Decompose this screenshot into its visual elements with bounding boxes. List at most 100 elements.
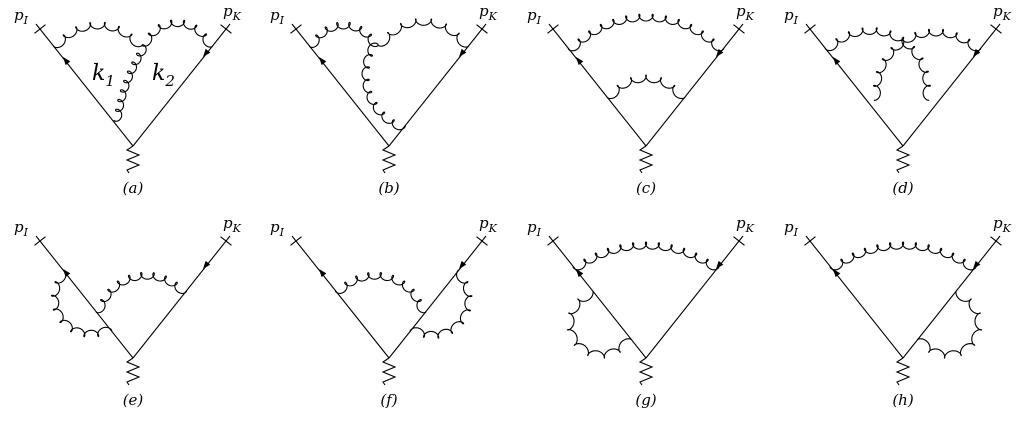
label-k1: k1 — [92, 61, 115, 90]
endpoint-tick-right — [476, 24, 488, 34]
label-p-i: pI — [784, 218, 799, 239]
gluon-line — [95, 271, 188, 314]
endpoint-tick-right — [220, 24, 232, 34]
quark-line-left — [291, 235, 390, 359]
diagram-panel-g: pI pK (g) — [527, 214, 755, 409]
panel-caption: (d) — [892, 179, 913, 197]
arrow-right — [716, 48, 724, 57]
quark-line-left — [35, 23, 134, 147]
endpoint-tick-right — [476, 236, 488, 246]
arrow-left — [576, 57, 584, 66]
arrow-right — [203, 48, 211, 57]
arrow-left — [576, 269, 584, 278]
endpoint-tick-right — [990, 236, 1002, 246]
endpoint-tick-left — [804, 24, 816, 34]
diagram-panel-b: pI pK (b) — [270, 2, 498, 197]
endpoint-tick-left — [34, 24, 46, 34]
quark-line-right — [902, 235, 1001, 359]
label-p-i: pI — [784, 6, 799, 27]
panel-caption: (e) — [123, 391, 144, 409]
endpoint-tick-right — [990, 24, 1002, 34]
label-p-i: pI — [527, 6, 542, 27]
quark-line-right — [388, 235, 487, 359]
gluon-line — [824, 27, 932, 101]
arrow-right — [973, 260, 981, 269]
label-p-k: pK — [223, 214, 242, 235]
panel-caption: (b) — [378, 179, 399, 197]
endpoint-tick-left — [804, 236, 816, 246]
gluon-line — [606, 74, 686, 100]
gluon-line — [334, 271, 427, 314]
quark-line-right — [132, 235, 231, 359]
panel-caption: (f) — [380, 391, 397, 409]
arrow-right — [716, 260, 724, 269]
quark-line-left — [291, 23, 390, 147]
gluon-line — [829, 241, 977, 271]
label-p-k: pK — [736, 214, 755, 235]
endpoint-tick-left — [547, 236, 559, 246]
quark-line-right — [132, 23, 231, 147]
arrow-right — [459, 48, 467, 57]
endpoint-tick-left — [34, 236, 46, 246]
label-p-k: pK — [993, 2, 1012, 23]
endpoint-tick-left — [290, 236, 302, 246]
photon-line — [638, 145, 654, 174]
photon-line — [125, 145, 141, 174]
panel-caption: (c) — [636, 179, 656, 197]
gluon-line — [917, 290, 983, 359]
gluon-line — [572, 241, 720, 271]
label-p-k: pK — [993, 214, 1012, 235]
photon-line — [638, 357, 654, 386]
label-p-k: pK — [223, 2, 242, 23]
diagram-panel-a: pI pK (a) k1 k2 — [14, 2, 242, 197]
panel-caption: (h) — [892, 391, 914, 409]
endpoint-tick-right — [733, 236, 745, 246]
label-p-k: pK — [479, 214, 498, 235]
photon-line — [895, 145, 911, 174]
endpoint-tick-right — [220, 236, 232, 246]
photon-line — [895, 357, 911, 386]
label-p-i: pI — [270, 218, 285, 239]
arrow-left — [833, 57, 841, 66]
quark-line-left — [548, 235, 647, 359]
quark-line-left — [805, 235, 904, 359]
gluon-line — [141, 19, 214, 48]
photon-line — [381, 357, 397, 386]
quark-line-right — [902, 23, 1001, 147]
quark-line-right — [645, 235, 744, 359]
photon-line — [125, 357, 141, 386]
gluon-line — [567, 13, 725, 52]
panel-caption: (a) — [123, 179, 144, 197]
quark-line-right — [388, 23, 487, 147]
gluon-line — [377, 18, 470, 48]
arrow-right — [973, 48, 981, 57]
label-p-k: pK — [479, 2, 498, 23]
gluon-line — [872, 28, 982, 101]
endpoint-tick-right — [733, 24, 745, 34]
diagram-panel-e: pI pK (e) — [14, 214, 242, 409]
arrow-right — [203, 260, 211, 269]
gluon-line — [361, 42, 406, 131]
gluon-line — [50, 269, 113, 338]
diagram-panel-h: pI pK (h) — [784, 214, 1012, 409]
diagram-panel-f: pI pK (f) — [270, 214, 498, 409]
label-p-i: pI — [270, 6, 285, 27]
gluon-line — [52, 21, 143, 49]
arrow-left — [319, 57, 327, 66]
endpoint-tick-left — [290, 24, 302, 34]
label-k2: k2 — [152, 61, 175, 90]
photon-line — [381, 145, 397, 174]
quark-line-left — [805, 23, 904, 147]
quark-line-right — [645, 23, 744, 147]
label-p-i: pI — [14, 6, 29, 27]
diagram-panel-d: pI pK (d) — [784, 2, 1012, 197]
label-p-i: pI — [14, 218, 29, 239]
gluon-line — [308, 21, 379, 48]
gluon-line — [566, 290, 632, 359]
endpoint-tick-left — [547, 24, 559, 34]
label-p-i: pI — [527, 218, 542, 239]
panel-caption: (g) — [635, 391, 656, 409]
arrow-left — [63, 57, 71, 66]
